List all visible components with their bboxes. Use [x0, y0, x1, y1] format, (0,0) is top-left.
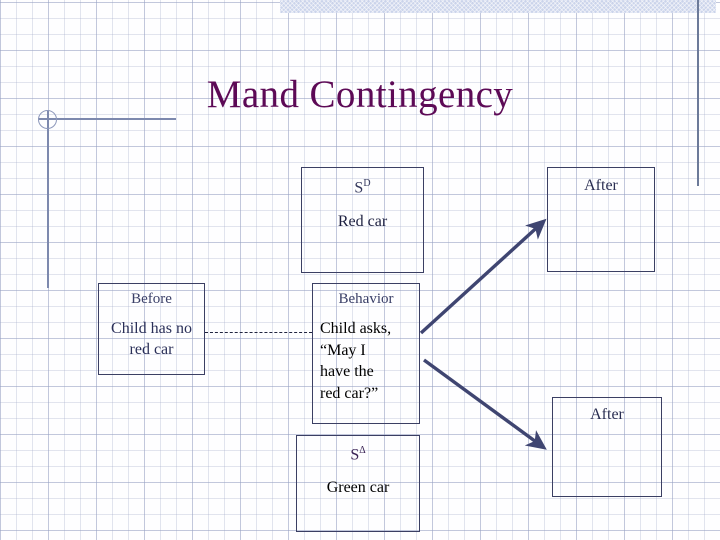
s-delta-symbol: SΔ — [297, 441, 419, 465]
behavior-box[interactable]: Behavior Child asks, “May I have the red… — [312, 283, 420, 424]
top-banner — [280, 0, 716, 13]
page-title: Mand Contingency — [206, 73, 514, 116]
circle-decoration-icon — [38, 110, 57, 129]
behavior-text-line-1: Child asks, — [320, 320, 392, 337]
s-delta-symbol-base: S — [350, 446, 360, 464]
behavior-header: Behavior — [338, 291, 394, 307]
sd-box-text: Red car — [337, 213, 388, 231]
after-bottom-box[interactable]: After — [552, 397, 662, 497]
behavior-text-line-3: have the — [320, 363, 374, 380]
right-accent-rule — [697, 0, 699, 186]
after-top-label: After — [584, 177, 618, 194]
after-bottom-label: After — [590, 406, 624, 423]
before-header: Before — [131, 291, 172, 307]
sd-symbol-superscript: D — [363, 178, 371, 189]
left-horizontal-rule — [38, 118, 176, 120]
sd-symbol-base: S — [354, 179, 364, 197]
arrow-behavior-to-after-top — [419, 218, 547, 335]
before-to-behavior-connector — [205, 332, 312, 333]
after-top-box[interactable]: After — [547, 167, 655, 272]
s-delta-box-text: Green car — [326, 479, 390, 497]
before-text: Child has no red car — [111, 320, 192, 358]
before-box[interactable]: Before Child has no red car — [98, 283, 205, 375]
sd-stimulus-box[interactable]: SD Red car — [301, 167, 424, 273]
behavior-text-line-2: “May I — [320, 341, 366, 359]
s-delta-symbol-superscript: Δ — [359, 445, 366, 456]
sd-symbol: SD — [302, 174, 423, 198]
behavior-text: Child asks, “May I have the red car?” — [313, 318, 419, 404]
s-delta-stimulus-box[interactable]: SΔ Green car — [296, 435, 420, 532]
behavior-text-line-4: red car?” — [320, 384, 379, 402]
left-accent-rule — [47, 110, 49, 288]
arrow-behavior-to-after-bottom — [422, 358, 547, 450]
